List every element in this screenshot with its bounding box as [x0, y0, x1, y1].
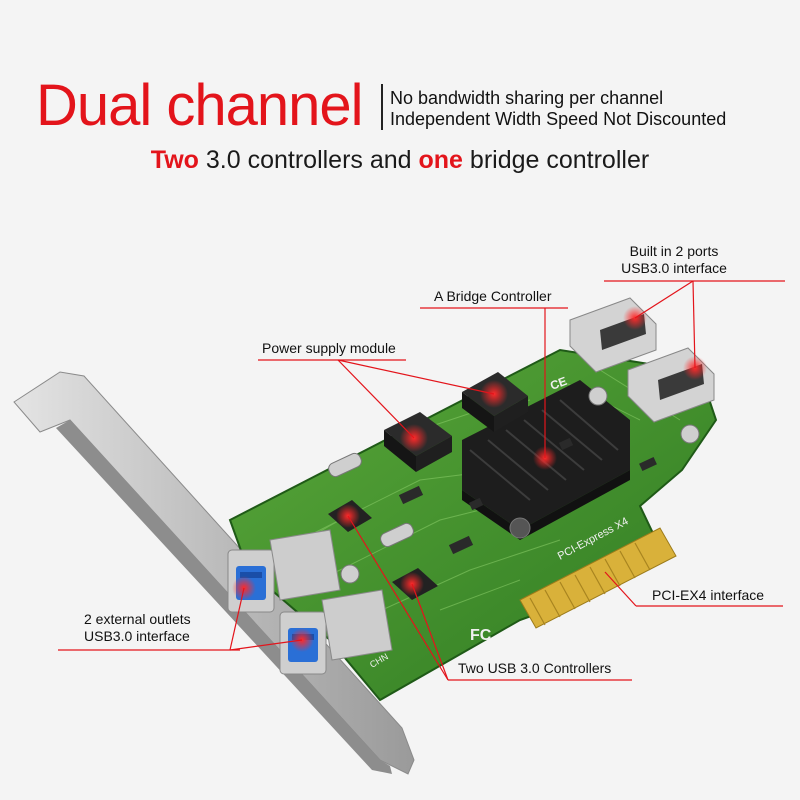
- board-components: [328, 386, 700, 584]
- callout-ports-line-1: Built in 2 ports: [629, 243, 719, 259]
- usb-port-housings: [269, 529, 393, 661]
- title-divider: [381, 84, 383, 130]
- callout-external-line-1: 2 external outlets: [84, 611, 191, 627]
- callout-bridge-controller: A Bridge Controller: [434, 288, 552, 304]
- subtitle-highlight-two: Two: [150, 146, 199, 174]
- page-title: Dual channel: [36, 73, 364, 138]
- headline-line-2: Independent Width Speed Not Discounted: [390, 109, 727, 129]
- subtitle-text-1: 3.0 controllers and: [198, 146, 419, 174]
- pcie-gold-connector: [519, 527, 677, 629]
- subtitle-highlight-one: one: [418, 146, 463, 174]
- subtitle: Two 3.0 controllers and one bridge contr…: [0, 146, 800, 175]
- callout-ports-line-2: USB3.0 interface: [621, 260, 727, 276]
- callout-usb-controllers: Two USB 3.0 Controllers: [458, 660, 612, 676]
- subtitle-text-2: bridge controller: [462, 146, 650, 174]
- callout-pcie-interface: PCI-EX4 interface: [652, 587, 765, 603]
- callout-external-line-2: USB3.0 interface: [84, 628, 190, 644]
- board-smd-parts: [398, 437, 657, 555]
- callout-power-supply: Power supply module: [262, 340, 396, 356]
- ce-mark: CE: [548, 374, 568, 393]
- headline-line-1: No bandwidth sharing per channel: [390, 88, 664, 108]
- fcc-mark: FC: [470, 627, 492, 644]
- callout-lines: [58, 280, 785, 681]
